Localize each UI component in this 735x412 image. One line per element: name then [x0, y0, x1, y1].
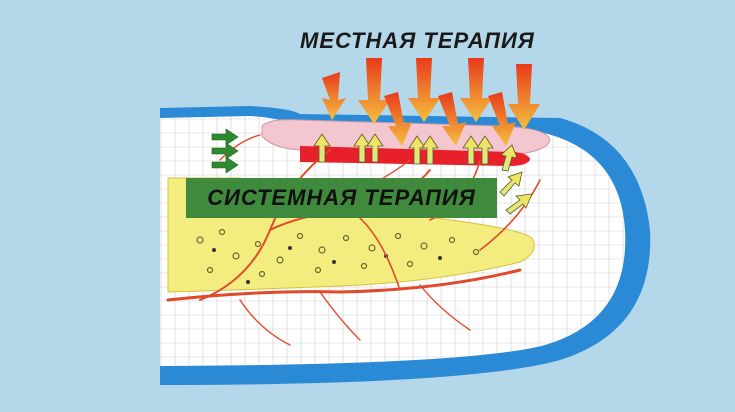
down-arrow-icon [322, 72, 346, 120]
down-arrow-icon [508, 64, 540, 130]
right-arrow-icon [211, 142, 239, 160]
up-arrow-icon [505, 193, 533, 215]
up-arrow-icon [353, 133, 371, 163]
down-arrow-icon [488, 92, 516, 146]
systemic-therapy-label: СИСТЕМНАЯ ТЕРАПИЯ [186, 178, 497, 218]
up-arrow-icon [500, 144, 518, 172]
bone-pores [196, 228, 480, 278]
down-arrow-icon [438, 92, 466, 146]
down-arrow-icon [408, 58, 440, 122]
right-arrow-icon [211, 128, 239, 146]
nail-plate [261, 119, 551, 155]
up-arrow-icon [366, 133, 384, 163]
down-arrow-icon [460, 58, 492, 122]
up-arrow-icon [462, 135, 480, 165]
up-arrow-icon [476, 135, 494, 165]
right-arrow-icon [211, 156, 239, 174]
down-arrow-icon [358, 58, 390, 124]
local-therapy-label: МЕСТНАЯ ТЕРАПИЯ [300, 28, 535, 53]
up-arrow-icon [408, 135, 426, 165]
up-arrow-icon [421, 135, 439, 165]
systemic-arrows [211, 128, 239, 174]
up-arrow-icon [313, 133, 331, 163]
local-therapy-arrows [322, 58, 540, 146]
up-arrow-icon [499, 171, 523, 197]
penetration-arrows [313, 133, 533, 215]
down-arrow-icon [384, 92, 412, 146]
